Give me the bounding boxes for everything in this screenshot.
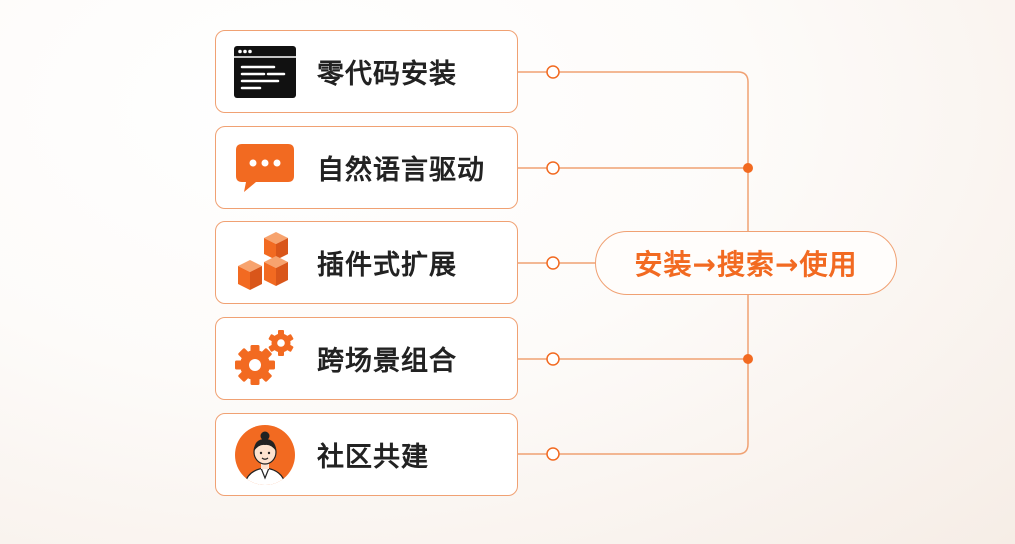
- terminal-window-icon: [233, 40, 297, 104]
- workflow-label: 安装→搜索→使用: [634, 248, 858, 281]
- feature-card-zero-code-install: 零代码安装: [215, 30, 518, 113]
- feature-label: 自然语言驱动: [317, 155, 485, 186]
- feature-card-community: 社区共建: [215, 413, 518, 496]
- feature-label: 社区共建: [317, 442, 429, 473]
- chat-bubble-icon: [233, 136, 297, 200]
- feature-card-cross-scenario: 跨场景组合: [215, 317, 518, 400]
- feature-card-plugin-extension: 插件式扩展: [215, 221, 518, 304]
- feature-label: 零代码安装: [317, 59, 457, 90]
- feature-label: 插件式扩展: [317, 250, 457, 281]
- stacked-cubes-icon: [233, 231, 297, 295]
- workflow-pill: 安装→搜索→使用: [595, 231, 897, 295]
- feature-card-natural-language: 自然语言驱动: [215, 126, 518, 209]
- feature-label: 跨场景组合: [317, 346, 457, 377]
- person-avatar-icon: [233, 423, 297, 487]
- gears-icon: [233, 327, 297, 391]
